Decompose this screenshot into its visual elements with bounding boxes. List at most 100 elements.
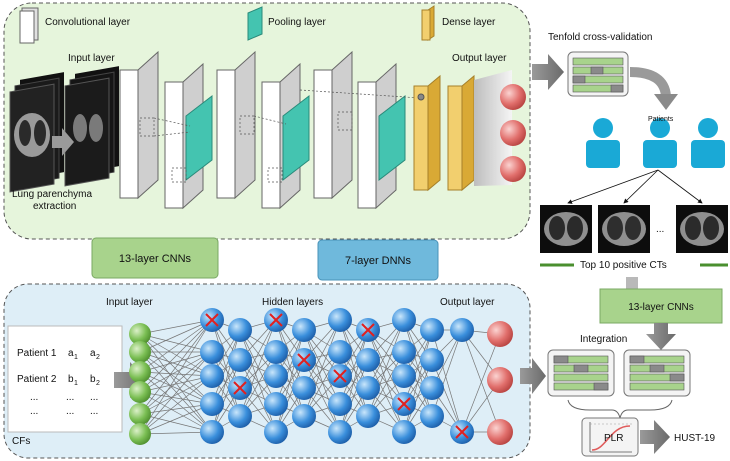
patient-arrow-1 xyxy=(567,169,659,204)
dnn-output-node xyxy=(487,367,513,393)
cnn-tag xyxy=(91,237,219,279)
legend-pool-label: Pooling layer xyxy=(268,17,326,28)
dnn-hidden-node xyxy=(420,318,444,342)
dnn-edge xyxy=(275,319,305,389)
plr-icon: PLR xyxy=(581,417,639,457)
dnn-edge xyxy=(367,319,405,417)
dnn-edge xyxy=(139,319,213,335)
dnn-hidden-node xyxy=(264,364,288,388)
lung-label-2: extraction xyxy=(33,201,76,212)
svg-text:...: ... xyxy=(90,406,98,417)
dnn-input-label: Input layer xyxy=(106,297,153,308)
dnn-hidden-node xyxy=(420,404,444,428)
cf-row-4: ... ... ... xyxy=(30,406,98,417)
dnn-edge xyxy=(139,351,213,415)
dropout-x-icon xyxy=(297,353,311,367)
svg-text:...: ... xyxy=(90,392,98,403)
svg-text:b: b xyxy=(68,374,74,385)
patient-arrow-2 xyxy=(623,169,659,204)
dnn-hidden-node xyxy=(292,376,316,400)
ct-stack-lung xyxy=(64,66,119,187)
dnn-edge xyxy=(139,371,213,405)
dnn-edge xyxy=(211,329,241,405)
dnn-hidden-node xyxy=(392,340,416,364)
dnn-tag xyxy=(317,239,439,281)
dnn-hidden-node xyxy=(200,392,224,416)
dnn-hidden-node xyxy=(392,308,416,332)
dnn-output-node xyxy=(487,419,513,445)
legend-conv-label: Convolutional layer xyxy=(45,17,131,28)
dnn-edge xyxy=(431,329,463,433)
dnn-hidden-node xyxy=(292,318,316,342)
svg-text:...: ... xyxy=(66,406,74,417)
patient-arrow-3 xyxy=(657,169,703,204)
conv-block-3 xyxy=(216,50,256,200)
conv-block-4 xyxy=(261,62,310,210)
svg-text:...: ... xyxy=(30,406,38,417)
conv-block-5 xyxy=(313,50,353,200)
cnn-tag-label: 13-layer CNNs xyxy=(119,253,192,265)
dnn-output-node xyxy=(487,321,513,347)
cnn-output-node-2 xyxy=(500,120,526,146)
ct-thumb-2 xyxy=(598,205,650,253)
ct-stack-raw xyxy=(9,72,64,193)
svg-text:a: a xyxy=(68,348,74,359)
legend-dense-label: Dense layer xyxy=(442,17,496,28)
lung-extract-arrow xyxy=(52,128,74,156)
integration-brace xyxy=(567,399,673,419)
dnn-edge xyxy=(211,359,241,433)
dnn-input-node xyxy=(129,323,151,345)
dropout-x-icon xyxy=(397,397,411,411)
pool-2 xyxy=(282,94,310,182)
dnn-edge xyxy=(139,333,213,377)
patients-label: Patients xyxy=(648,116,674,123)
cf-label: CFs xyxy=(12,436,30,447)
ct-thumb-3 xyxy=(676,205,728,253)
lung-label-1: Lung parenchyma xyxy=(12,189,92,200)
legend-conv: Convolutional layer xyxy=(19,7,131,44)
dnn-hidden-node xyxy=(356,376,380,400)
dnn-edge xyxy=(275,329,305,405)
dnn-edge xyxy=(139,351,213,405)
dnn-hidden-node xyxy=(264,420,288,444)
crossval-table-icon xyxy=(567,51,629,97)
receptive-field-lines xyxy=(139,89,421,183)
conv-block-6 xyxy=(357,62,406,210)
dnn-edge xyxy=(139,319,213,353)
dnn-hidden-node xyxy=(392,364,416,388)
crossval-to-patients-arrow xyxy=(629,67,671,97)
dnn-hidden-node xyxy=(200,340,224,364)
dnn-hidden-node xyxy=(264,392,288,416)
svg-text:b: b xyxy=(90,374,96,385)
dnn-hidden-node xyxy=(420,376,444,400)
dnn-edge xyxy=(139,375,213,393)
dnn-edge xyxy=(139,351,213,373)
svg-text:2: 2 xyxy=(96,354,100,361)
right-cnn-box xyxy=(599,288,723,324)
dnn-edge xyxy=(303,319,341,389)
cf-row-3: ... ... ... xyxy=(30,392,98,403)
dnn-edge xyxy=(139,351,213,433)
dnn-edge xyxy=(239,351,277,417)
dnn-hidden-node xyxy=(392,420,416,444)
dnn-hidden-node xyxy=(264,340,288,364)
svg-text:Patient 2: Patient 2 xyxy=(17,374,57,385)
dnn-edge xyxy=(403,319,433,389)
svg-text:...: ... xyxy=(30,392,38,403)
svg-text:1: 1 xyxy=(74,354,78,361)
dnn-input-node xyxy=(129,341,151,363)
legend-pool: Pooling layer xyxy=(247,6,326,41)
pool-3 xyxy=(378,94,406,182)
dnn-edge xyxy=(139,375,213,415)
dnn-tag-label: 7-layer DNNs xyxy=(345,255,412,267)
dropout-x-icon xyxy=(333,369,347,383)
dnn-edge xyxy=(139,375,213,435)
dnn-hidden-node xyxy=(328,420,352,444)
dnn-edge xyxy=(403,329,433,405)
dnn-nodes xyxy=(129,308,513,445)
svg-text:Patient 1: Patient 1 xyxy=(17,348,57,359)
dnn-hidden-node xyxy=(420,348,444,372)
dnn-edge xyxy=(139,319,213,415)
dnn-edge xyxy=(403,359,433,433)
